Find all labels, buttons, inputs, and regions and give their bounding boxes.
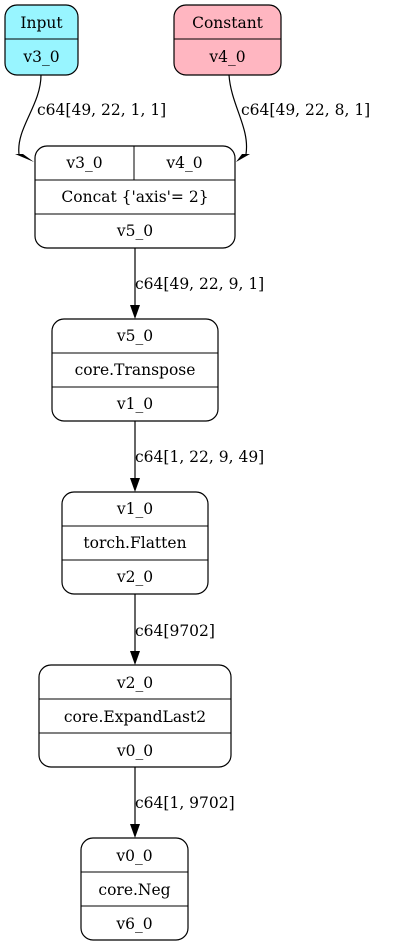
edge-constant-to-concat-arrowhead [236,154,250,162]
edge-transpose-to-flatten-arrowhead [130,478,140,492]
transpose-node-output: v1_0 [116,395,153,413]
flatten-node-op: torch.Flatten [83,534,186,552]
expand-node-op: core.ExpandLast2 [64,708,206,726]
input-node: Input v3_0 [4,4,79,76]
edge-expand-to-neg-label: c64[1, 9702] [135,794,235,812]
edge-input-to-concat-line [18,74,42,155]
concat-node-input-b: v4_0 [165,154,202,172]
input-node-title: Input [20,14,63,32]
edge-input-to-concat: c64[49, 22, 1, 1] [15,74,166,162]
flatten-node-output: v2_0 [116,568,153,586]
edge-transpose-to-flatten: c64[1, 22, 9, 49] [130,421,264,492]
edge-flatten-to-expand: c64[9702] [130,594,215,665]
transpose-node-op: core.Transpose [75,361,196,379]
constant-node: Constant v4_0 [173,4,282,76]
edge-expand-to-neg-arrowhead [130,824,140,838]
edge-transpose-to-flatten-label: c64[1, 22, 9, 49] [135,448,264,466]
constant-node-box [173,4,282,76]
constant-node-title: Constant [192,14,264,32]
neg-node-input: v0_0 [115,847,152,865]
edge-constant-to-concat-line [228,74,248,155]
flatten-node: v1_0 torch.Flatten v2_0 [61,491,209,595]
edge-input-to-concat-arrowhead [15,154,34,162]
neg-node-op: core.Neg [98,881,170,899]
neg-node-output: v6_0 [115,915,152,933]
concat-node-op: Concat {'axis'= 2} [61,188,208,206]
edge-concat-to-transpose-label: c64[49, 22, 9, 1] [135,275,264,293]
concat-node-output: v5_0 [116,222,153,240]
edge-input-to-concat-label: c64[49, 22, 1, 1] [37,101,166,119]
edge-constant-to-concat: c64[49, 22, 8, 1] [228,74,370,162]
neg-node-box [80,837,189,941]
edge-concat-to-transpose: c64[49, 22, 9, 1] [130,248,264,319]
input-node-name: v3_0 [22,48,59,66]
edge-concat-to-transpose-arrowhead [130,305,140,319]
edge-expand-to-neg: c64[1, 9702] [130,767,235,838]
concat-node: v3_0 v4_0 Concat {'axis'= 2} v5_0 [34,145,236,249]
neg-node: v0_0 core.Neg v6_0 [80,837,189,941]
edge-constant-to-concat-label: c64[49, 22, 8, 1] [241,101,370,119]
constant-node-name: v4_0 [208,48,245,66]
expand-node: v2_0 core.ExpandLast2 v0_0 [38,664,232,768]
edge-flatten-to-expand-arrowhead [130,651,140,665]
flatten-node-input: v1_0 [116,500,153,518]
edge-flatten-to-expand-label: c64[9702] [135,622,215,640]
expand-node-input: v2_0 [116,674,153,692]
expand-node-output: v0_0 [116,742,153,760]
transpose-node-input: v5_0 [116,327,153,345]
concat-node-input-a: v3_0 [65,154,102,172]
transpose-node: v5_0 core.Transpose v1_0 [51,318,219,422]
